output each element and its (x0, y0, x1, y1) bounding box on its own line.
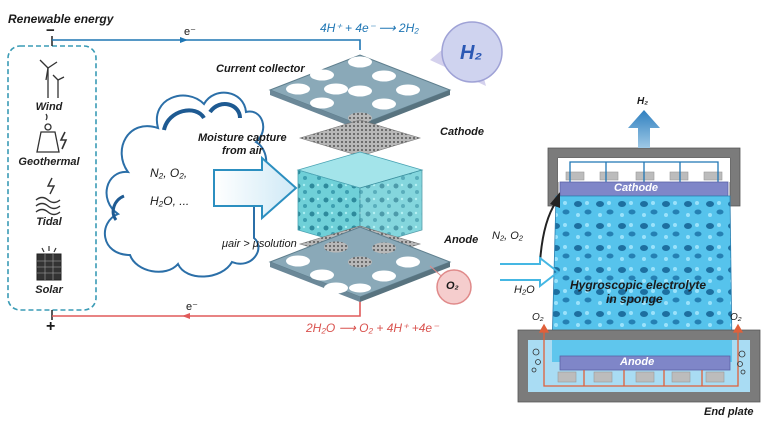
anode-electrode (559, 355, 731, 371)
anode-reaction: 2H₂O ⟶ O₂ + 4H⁺ +4e⁻ (306, 321, 439, 335)
source-label-solar: Solar (35, 284, 63, 296)
air-gases-line2: H₂O, ... (150, 194, 190, 208)
geothermal-icon (36, 113, 68, 153)
o2-bubble (429, 265, 472, 305)
device-anode-label: Anode (620, 356, 655, 368)
cathode-label: Cathode (440, 126, 484, 138)
cathode-wire (52, 39, 361, 50)
positive-terminal: + (46, 318, 56, 335)
solar-panel-icon (36, 246, 62, 281)
renewable-energy-title: Renewable energy (8, 12, 114, 26)
o2-bubbles-left (531, 348, 541, 373)
source-label-wind: Wind (35, 101, 63, 113)
o2-left-label: O₂ (532, 312, 544, 323)
current-collector-label: Current collector (216, 63, 305, 75)
o2-vent-arrows (538, 323, 744, 344)
air-gases-line1: N₂, O₂, (150, 166, 188, 180)
anode-label: Anode (444, 234, 479, 246)
source-label-geothermal: Geothermal (18, 156, 80, 168)
electron-arrow-top (180, 37, 188, 43)
moisture-capture-line1: Moisture capture (198, 132, 287, 144)
h2-output-arrow (628, 110, 660, 148)
electron-label-top: e⁻ (184, 26, 196, 38)
sponge-cube (296, 151, 424, 249)
cathode-reaction: 4H⁺ + 4e⁻ ⟶ 2H₂ (320, 21, 419, 35)
o2-right-label: O₂ (730, 312, 742, 323)
electrolyte-sponge (551, 195, 733, 349)
electrolyte-label-line2: in sponge (606, 292, 663, 306)
o2-bubble-label: O₂ (446, 280, 459, 292)
h2-bubble (430, 21, 503, 86)
h2-bubble-label: H₂ (460, 42, 483, 64)
electron-label-bottom: e⁻ (186, 301, 198, 313)
electron-arrow-bottom (182, 313, 190, 319)
negative-terminal: − (46, 22, 55, 39)
moisture-capture-arrow (213, 155, 298, 221)
cathode-flow-channels (569, 161, 719, 182)
cathode-mesh (298, 119, 422, 157)
tidal-wave-icon (35, 177, 61, 216)
air-cloud (103, 91, 268, 278)
o2-bubbles-right (737, 350, 746, 375)
h2o-inlet-label: H₂O (514, 284, 535, 296)
h2-output-label: H₂ (637, 96, 649, 107)
anode-wire (52, 284, 361, 317)
end-plate-label: End plate (704, 406, 754, 418)
wind-turbine-icon (39, 59, 65, 98)
device-cathode-label: Cathode (614, 182, 658, 194)
current-collector-top (268, 54, 452, 130)
source-label-tidal: Tidal (36, 216, 62, 228)
chemical-potential-label: μair > μsolution (222, 238, 297, 250)
current-collector-bottom (268, 226, 452, 302)
electrolyte-label-line1: Hygroscopic electrolyte (570, 278, 707, 292)
h2o-inlet-arrow (500, 255, 560, 289)
n2o2-output-label: N₂, O₂ (492, 230, 524, 242)
moisture-capture-line2: from air (222, 145, 263, 157)
n2o2-exhaust-arrow (539, 192, 560, 263)
